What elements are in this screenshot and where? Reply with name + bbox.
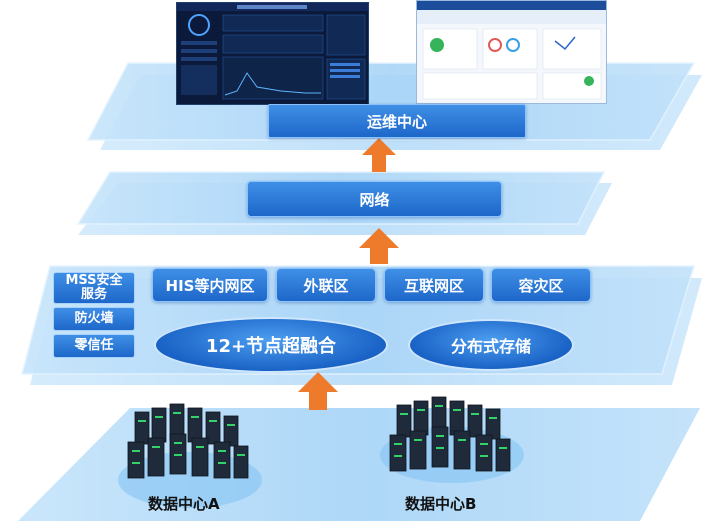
zone-label: HIS等内网区 <box>165 276 255 295</box>
ops-center-label: 运维中心 <box>366 112 427 131</box>
zone-internet-button[interactable]: 互联网区 <box>384 268 484 302</box>
distributed-storage-label: 分布式存储 <box>450 337 531 356</box>
server-rack-cluster-icon <box>118 403 262 508</box>
datacenter-a-label: 数据中心A <box>148 495 220 513</box>
monitoring-dashboard-screenshot <box>176 2 369 105</box>
zone-disaster-recovery-button[interactable]: 容灾区 <box>491 268 591 302</box>
mss-security-service-badge[interactable]: MSS安全服务 <box>53 272 135 304</box>
distributed-storage-node[interactable]: 分布式存储 <box>408 319 574 371</box>
zone-his-intranet-button[interactable]: HIS等内网区 <box>152 268 268 302</box>
datacenter-plane <box>18 408 700 521</box>
network-button[interactable]: 网络 <box>247 181 502 217</box>
hyperconverged-label: 12+节点超融合 <box>205 336 337 357</box>
datacenter-b-label: 数据中心B <box>405 495 477 513</box>
mss-security-service-label: MSS安全服务 <box>65 273 123 302</box>
up-arrow-icon <box>359 228 399 264</box>
up-arrow-icon <box>362 138 396 172</box>
zone-external-link-button[interactable]: 外联区 <box>276 268 376 302</box>
network-label: 网络 <box>359 190 390 209</box>
management-console-screenshot <box>416 0 607 104</box>
up-arrow-icon <box>298 372 338 410</box>
console-graphic <box>417 1 606 100</box>
firewall-label: 防火墙 <box>74 311 114 326</box>
dashboard-graphic <box>177 3 368 100</box>
zero-trust-label: 零信任 <box>74 338 114 353</box>
zone-label: 互联网区 <box>403 276 464 295</box>
hyperconverged-cluster-node[interactable]: 12+节点超融合 <box>154 317 388 373</box>
zero-trust-badge[interactable]: 零信任 <box>53 334 135 358</box>
server-rack-cluster-icon <box>380 396 524 483</box>
zone-label: 容灾区 <box>518 276 564 295</box>
firewall-badge[interactable]: 防火墙 <box>53 307 135 331</box>
zone-label: 外联区 <box>303 276 349 295</box>
ops-center-button[interactable]: 运维中心 <box>268 104 526 138</box>
